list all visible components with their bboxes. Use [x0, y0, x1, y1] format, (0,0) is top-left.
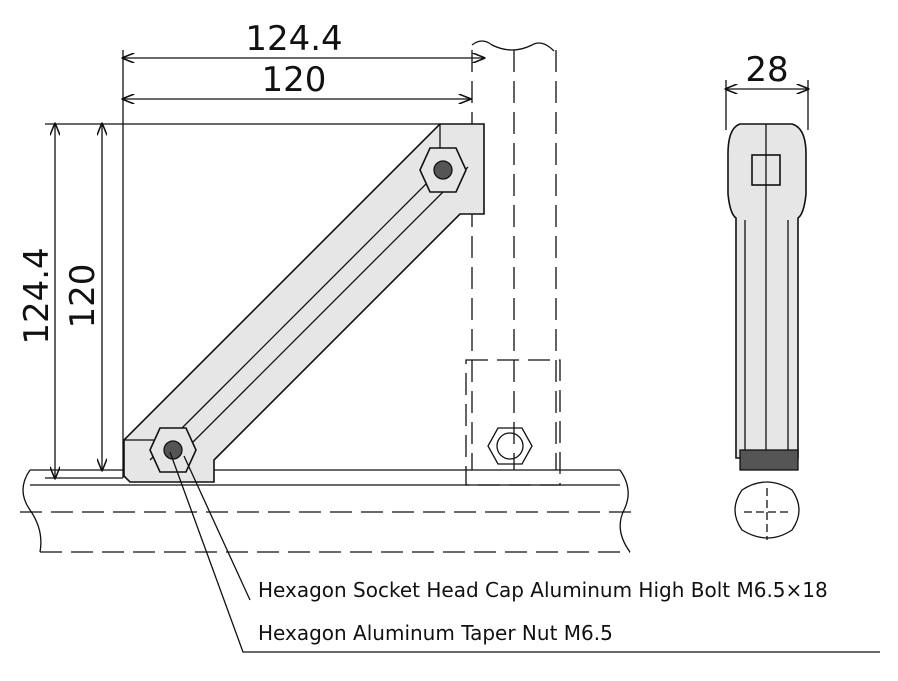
- horizontal-pipe: [20, 469, 636, 553]
- dim-top-outer: 124.4: [245, 19, 342, 59]
- dim-left-outer: 124.4: [17, 247, 57, 344]
- dim-left-inner: 120: [63, 264, 103, 329]
- dim-top-inner: 120: [262, 60, 327, 100]
- side-view: 28: [726, 50, 808, 540]
- callout-nut: Hexagon Aluminum Taper Nut M6.5: [258, 621, 613, 645]
- dim-side-width: 28: [745, 50, 788, 90]
- nut-icon: [487, 427, 533, 465]
- vertical-pipe: [465, 40, 561, 486]
- diagonal-brace: [123, 123, 485, 483]
- callout-bolt: Hexagon Socket Head Cap Aluminum High Bo…: [258, 578, 828, 602]
